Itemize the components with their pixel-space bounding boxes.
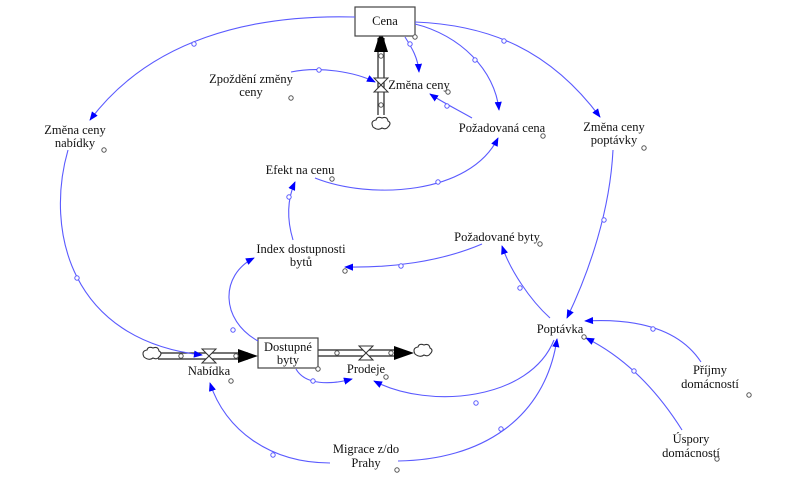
variable-label: Příjmy [693, 363, 728, 377]
variable-efekt-na-cenu[interactable]: Efekt na cenu [266, 163, 335, 182]
flow-zmena-ceny[interactable]: Změna ceny [388, 78, 451, 95]
variable-label: bytů [290, 255, 313, 269]
variable-poptavka[interactable]: Poptávka [537, 322, 587, 340]
flow-label: Nabídka [188, 364, 231, 378]
variable-label: nabídky [55, 136, 96, 150]
flow-arrowhead [374, 30, 388, 52]
cloud-source-icon [142, 346, 162, 360]
flow-nabidka[interactable]: Nabídka [188, 364, 234, 384]
stock-dostupne-byty[interactable]: Dostupné byty [257, 337, 321, 372]
flow-label: Změna ceny [388, 78, 450, 92]
variable-label: poptávky [591, 133, 638, 147]
stock-cena[interactable]: Cena [354, 6, 418, 40]
variable-label: Změna ceny [583, 120, 645, 134]
link-cena-zmena-ceny[interactable] [404, 36, 423, 73]
link-zpozdeni-zmena-ceny[interactable] [290, 69, 376, 83]
flow-arrowhead [394, 346, 414, 360]
variable-pozadovane-byty[interactable]: Požadované byty [454, 230, 543, 247]
link-pozadovana-cena-zmena-ceny[interactable] [429, 93, 473, 119]
link-cena-zmena-nabidky[interactable] [89, 16, 356, 121]
flow-pipe-prodeje [318, 346, 414, 360]
variable-zmena-ceny-poptavky[interactable]: Změna ceny poptávky [583, 120, 647, 151]
variable-label: Poptávka [537, 322, 584, 336]
link-zmena-poptavky-poptavka[interactable] [566, 149, 614, 319]
link-efekt-pozadovana-cena[interactable] [314, 137, 499, 191]
valve-prodeje[interactable] [357, 345, 375, 361]
link-index-efekt[interactable] [288, 181, 296, 241]
variable-pozadovana-cena[interactable]: Požadovaná cena [459, 121, 546, 139]
link-dostupne-byty-prodeje[interactable] [295, 368, 353, 385]
flow-label: Prodeje [347, 362, 386, 376]
valve-nabidka[interactable] [200, 348, 218, 364]
link-migrace-poptavka[interactable] [397, 338, 560, 462]
link-poptavka-prodeje[interactable] [373, 339, 555, 398]
variable-label: Změna ceny [44, 123, 106, 137]
link-cena-pozadovana-cena[interactable] [414, 23, 502, 111]
link-cena-zmena-poptavky[interactable] [414, 21, 601, 118]
variable-label: Index dostupnosti [256, 242, 346, 256]
flow-prodeje[interactable]: Prodeje [347, 362, 389, 380]
variable-index-dostupnosti-bytu[interactable]: Index dostupnosti bytů [256, 242, 348, 274]
stock-label: Cena [372, 14, 398, 28]
stock-label: Dostupné [264, 340, 312, 354]
causal-links [59, 16, 702, 464]
link-prijmy-poptavka[interactable] [584, 316, 702, 363]
link-uspory-poptavka[interactable] [585, 337, 683, 431]
variable-zpozdeni-zmeny-ceny[interactable]: Zpoždění změny ceny [209, 72, 294, 101]
variable-uspory-domacnosti[interactable]: Úspory domácností [662, 432, 720, 462]
variable-label: Požadované byty [454, 230, 540, 244]
variable-label: Efekt na cenu [266, 163, 335, 177]
variable-label: Prahy [351, 456, 381, 470]
variable-label: Úspory [673, 432, 711, 446]
link-zmena-nabidky-nabidka[interactable] [59, 149, 203, 358]
link-poptavka-pozadovane-byty[interactable] [501, 245, 551, 319]
link-pozadovane-byty-index[interactable] [344, 243, 483, 271]
variable-label: Požadovaná cena [459, 121, 546, 135]
variable-zmena-ceny-nabidky[interactable]: Změna ceny nabídky [44, 123, 107, 153]
cloud-source-icon [371, 116, 391, 130]
variable-label: domácností [681, 377, 739, 391]
stock-label: byty [277, 353, 300, 367]
cloud-sink-icon [413, 343, 433, 357]
variable-prijmy-domacnosti[interactable]: Příjmy domácností [681, 363, 752, 398]
variable-label: ceny [239, 85, 263, 99]
variable-migrace-z-do-prahy[interactable]: Migrace z/do Prahy [333, 442, 400, 473]
variable-label: Migrace z/do [333, 442, 399, 456]
variable-label: Zpoždění změny [209, 72, 293, 86]
link-migrace-nabidka[interactable] [209, 382, 331, 464]
flow-pipe-zmena-ceny [374, 30, 388, 115]
valve-zmena-ceny[interactable] [372, 77, 390, 93]
flow-arrowhead [238, 349, 258, 363]
link-dostupne-byty-index[interactable] [228, 257, 259, 342]
variable-label: domácností [662, 446, 720, 460]
